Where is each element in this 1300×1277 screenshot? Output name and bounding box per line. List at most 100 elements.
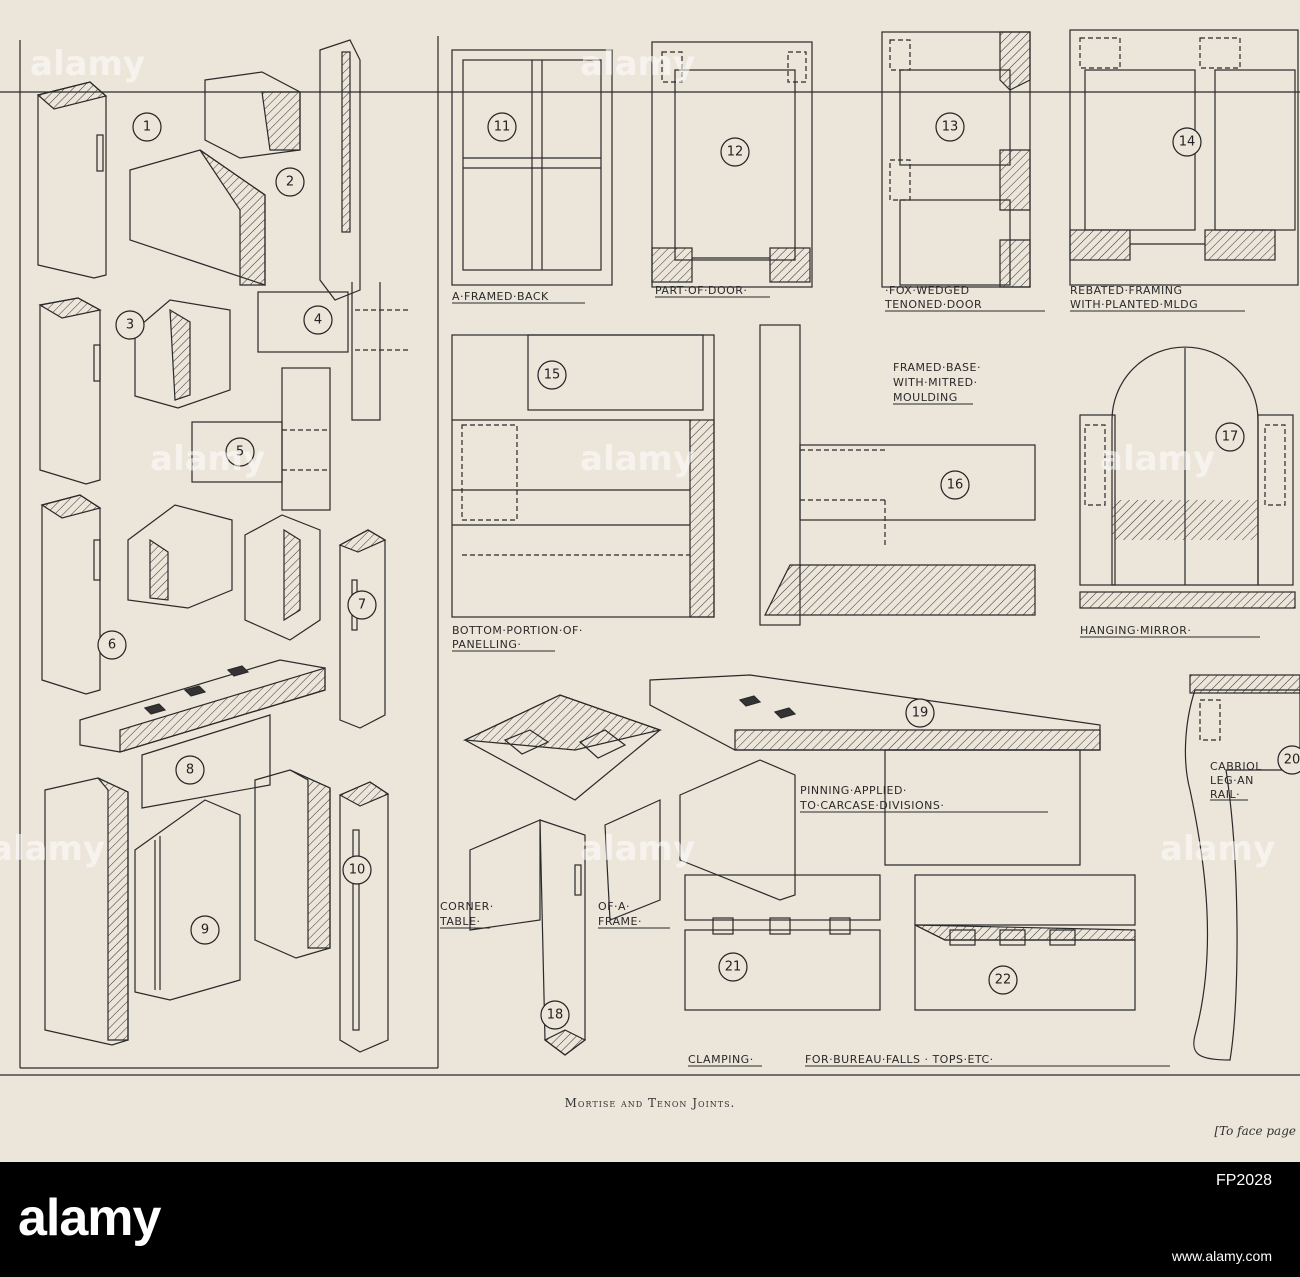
figure-number-circle (342, 855, 372, 885)
label-frame-2: FRAME· (598, 915, 642, 928)
figure-number-circle (190, 915, 220, 945)
stock-site-url: www.alamy.com (1171, 1248, 1272, 1264)
figure-number-circle (175, 755, 205, 785)
figure-13-drawing (881, 31, 1031, 288)
figure-15-drawing (451, 334, 715, 618)
label-rebated-2: WITH·PLANTED·MLDG (1070, 298, 1198, 311)
watermark-1: alamy (30, 44, 145, 84)
figure-11-drawing (451, 49, 613, 286)
figure-18-drawing (462, 694, 663, 1056)
figure-number-circle (988, 965, 1018, 995)
figure-22-drawing (914, 874, 1136, 1011)
figure-number-circle (1215, 422, 1245, 452)
label-part-of-door: PART·OF·DOOR· (655, 284, 747, 297)
figure-number-13: 13 (942, 120, 959, 135)
figure-number-10: 10 (349, 863, 366, 878)
figure-number-4: 4 (314, 313, 322, 328)
figure-number-12: 12 (727, 145, 744, 160)
figure-number-circle (132, 112, 162, 142)
figure-14-drawing (1069, 29, 1299, 286)
figure-10-drawing (254, 769, 390, 1053)
label-hanging-mirror: HANGING·MIRROR· (1080, 624, 1191, 637)
label-cabriole-3: RAIL· (1210, 788, 1240, 801)
figure-19-drawing (649, 674, 1101, 901)
figure-number-circle (905, 698, 935, 728)
figure-5-drawing (191, 367, 331, 511)
figure-1-drawing (36, 81, 108, 279)
figure-21-drawing (684, 874, 881, 1011)
figure-number-9: 9 (201, 923, 209, 938)
label-corner-1: CORNER· (440, 900, 494, 913)
figure-number-circle (537, 360, 567, 390)
figure-8-drawing (79, 659, 326, 809)
figure-number-circle (115, 310, 145, 340)
watermark-7: alamy (580, 829, 695, 869)
figure-number-22: 22 (995, 973, 1012, 988)
watermark-2: alamy (580, 44, 695, 84)
figure-16-drawing (759, 324, 1036, 626)
figure-20-drawing (1184, 674, 1300, 1061)
label-pinning-2: TO·CARCASE·DIVISIONS· (799, 799, 944, 812)
label-clamping: CLAMPING· (688, 1053, 754, 1066)
figure-number-7: 7 (358, 598, 366, 613)
figure-number-11: 11 (494, 120, 511, 135)
watermark-4: alamy (580, 439, 695, 479)
stock-image-id: FP2028 (1215, 1172, 1272, 1189)
watermark-5: alamy (1100, 439, 1215, 479)
label-cabriole-1: CABRIOL (1210, 760, 1262, 773)
label-fox-wedged-2: TENONED·DOOR (884, 298, 982, 311)
watermark-8: alamy (1160, 829, 1275, 869)
figure-number-circle (718, 952, 748, 982)
figure-number-circle (1277, 745, 1300, 775)
figure-number-18: 18 (547, 1008, 564, 1023)
figure-number-circle (225, 437, 255, 467)
figure-9-drawing (44, 777, 241, 1046)
figure-17-drawing (1079, 346, 1296, 609)
label-fox-wedged-1: ·FOX·WEDGED (885, 284, 970, 297)
figure-number-circle (720, 137, 750, 167)
stock-footer-bar: alamy FP2028 www.alamy.com (0, 1162, 1300, 1277)
watermark-3: alamy (150, 439, 265, 479)
figure-number-circle (97, 630, 127, 660)
label-corner-2: TABLE· (439, 915, 481, 928)
figure-6-drawing (40, 494, 321, 695)
label-framed-base-3: MOULDING (893, 391, 958, 404)
figure-number-17: 17 (1222, 430, 1239, 445)
figure-number-circle (940, 470, 970, 500)
figure-number-circle (303, 305, 333, 335)
figure-number-16: 16 (947, 478, 964, 493)
figure-number-circle (347, 590, 377, 620)
figure-number-3: 3 (126, 318, 134, 333)
label-framed-base-1: FRAMED·BASE· (893, 361, 981, 374)
figure-number-circle (935, 112, 965, 142)
figure-4-drawing (257, 282, 410, 421)
figure-number-5: 5 (236, 445, 244, 460)
label-framed-base-2: WITH·MITRED· (893, 376, 978, 389)
label-frame-1: OF·A· (598, 900, 630, 913)
figure-number-21: 21 (725, 960, 742, 975)
alamy-logo: alamy (18, 1189, 161, 1247)
figure-3-drawing (38, 297, 231, 485)
figure-7-drawing (338, 529, 387, 729)
figure-12-drawing (651, 41, 813, 288)
figure-number-8: 8 (186, 763, 194, 778)
figure-number-20: 20 (1284, 753, 1300, 768)
figure-number-6: 6 (108, 638, 116, 653)
label-framed-back: A·FRAMED·BACK (452, 290, 549, 303)
label-bureau: FOR·BUREAU·FALLS · TOPS·ETC· (805, 1053, 994, 1066)
figure-number-circle (275, 167, 305, 197)
figure-number-circle (487, 112, 517, 142)
figure-2-drawing (129, 39, 361, 301)
figure-number-circle (540, 1000, 570, 1030)
figure-number-1: 1 (143, 120, 151, 135)
figure-number-14: 14 (1179, 135, 1196, 150)
figure-number-15: 15 (544, 368, 561, 383)
watermark-group: alamy alamy alamy alamy alamy alamy alam… (0, 44, 1275, 869)
label-bottom-panelling-1: BOTTOM·PORTION·OF· (452, 624, 583, 637)
label-bottom-panelling-2: PANELLING· (452, 638, 521, 651)
face-page-reference: [To face page (1214, 1124, 1296, 1138)
watermark-6: alamy (0, 829, 105, 869)
figure-number-2: 2 (286, 175, 294, 190)
